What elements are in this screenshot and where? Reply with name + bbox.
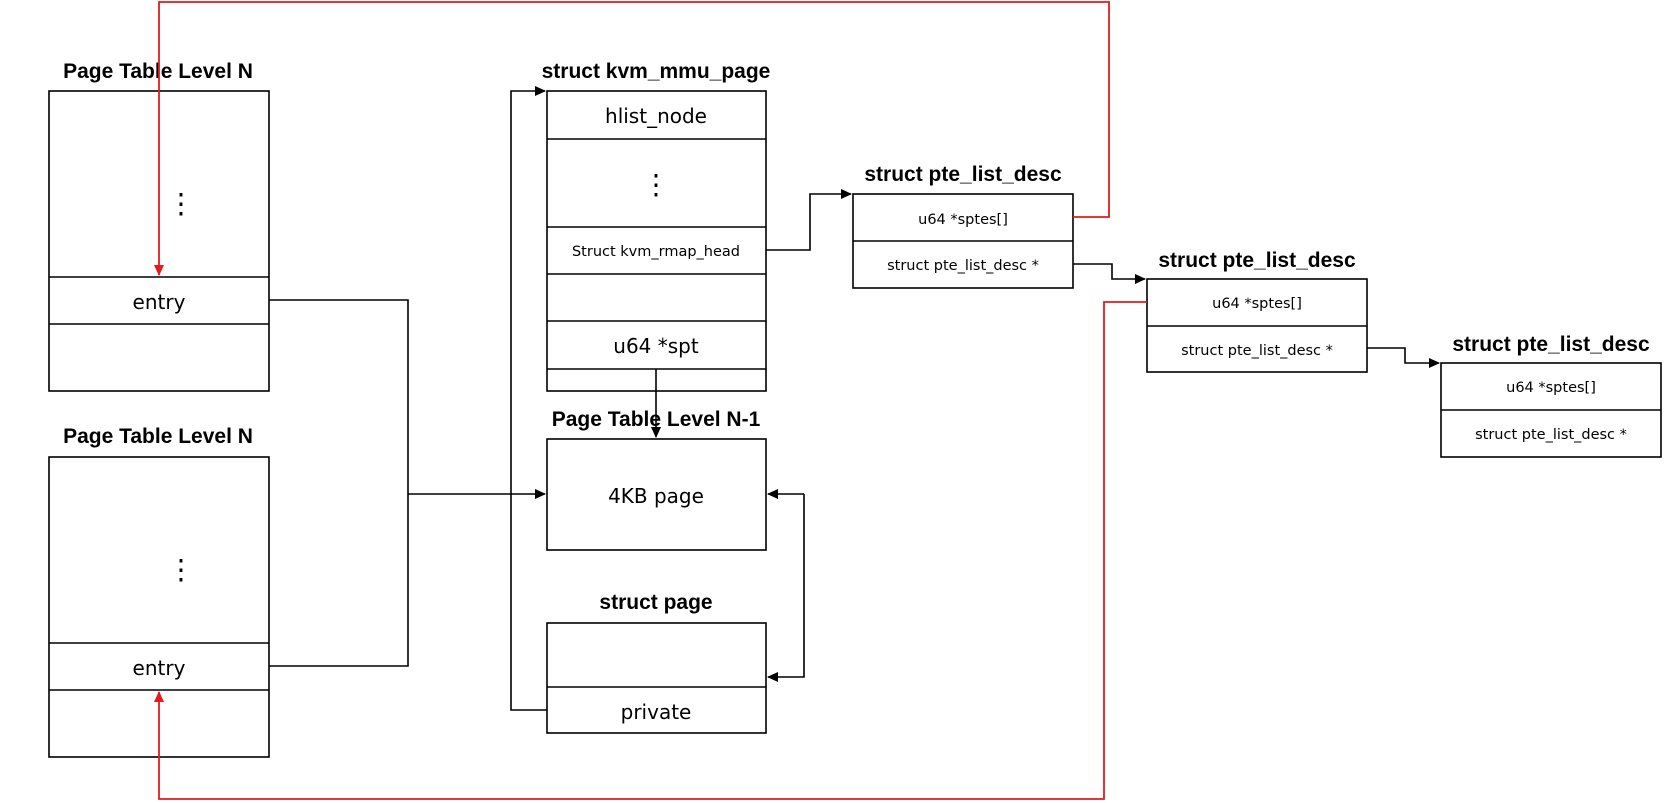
struct-page-box [546,622,767,734]
rmap-head-field: Struct kvm_rmap_head [572,244,740,260]
struct-page: struct page private [546,591,767,734]
page-table-n-1: Page Table Level N-1 4KB page [546,408,767,551]
pte-list-desc-3-sptes: u64 *sptes[] [1506,380,1596,396]
4kb-page-label: 4KB page [608,484,704,508]
pte-list-desc-2-sptes: u64 *sptes[] [1212,296,1302,312]
hlist-node-field: hlist_node [605,104,707,128]
pte-list-desc-1: struct pte_list_desc u64 *sptes[] struct… [852,163,1074,289]
pte-list-desc-2: struct pte_list_desc u64 *sptes[] struct… [1146,249,1368,373]
desc-2-to-desc-3-arrow [1367,347,1440,368]
struct-page-title: struct page [599,591,712,614]
pte-list-desc-3: struct pte_list_desc u64 *sptes[] struct… [1440,333,1662,458]
entries-bracket-line [269,299,409,667]
desc-1-sptes-to-top-entry-arrow [154,1,1110,276]
spt-field: u64 *spt [613,334,699,358]
pte-list-desc-1-sptes: u64 *sptes[] [918,212,1008,228]
page-table-bottom-title: Page Table Level N [63,425,253,448]
pte-list-desc-2-title: struct pte_list_desc [1158,249,1356,272]
kvm-mmu-page-box [546,90,767,392]
page-table-top-ellipsis: ⋮ [167,187,195,220]
page-table-bottom-ellipsis: ⋮ [167,553,195,586]
page-table-top-title: Page Table Level N [63,60,253,83]
page-to-struct-page-arrow [767,494,805,682]
pte-list-desc-3-title: struct pte_list_desc [1452,333,1650,356]
pte-list-desc-1-next: struct pte_list_desc * [887,258,1039,274]
kvm-mmu-page: struct kvm_mmu_page hlist_node ⋮ Struct … [542,60,771,392]
pte-list-desc-3-next: struct pte_list_desc * [1475,427,1627,443]
kvm-mmu-page-ellipsis: ⋮ [642,168,670,201]
page-table-bottom-entry: entry [133,656,186,680]
private-to-mmu-page-arrow [510,86,547,711]
private-field: private [621,700,692,724]
pte-list-desc-2-next: struct pte_list_desc * [1181,343,1333,359]
kvm-mmu-page-title: struct kvm_mmu_page [542,60,771,83]
page-table-n-1-box [546,438,767,551]
desc-1-to-desc-2-arrow [1073,263,1146,284]
desc-2-sptes-to-bottom-entry-arrow [154,301,1147,800]
page-table-top-entry: entry [133,290,186,314]
pte-list-desc-1-title: struct pte_list_desc [864,163,1062,186]
rmap-to-desc-1-arrow [766,189,852,251]
